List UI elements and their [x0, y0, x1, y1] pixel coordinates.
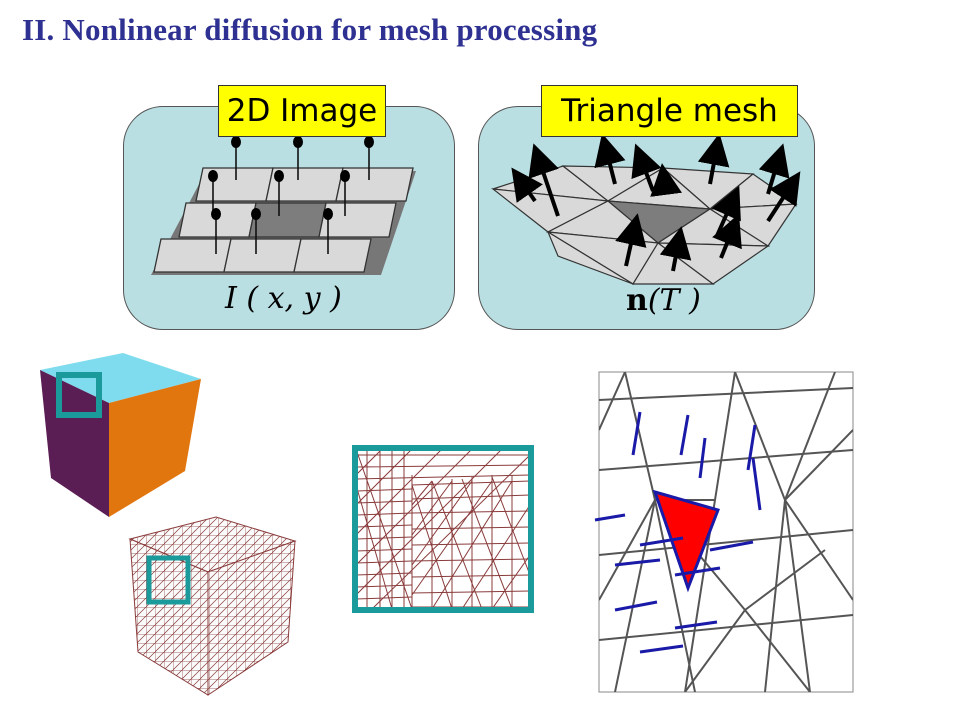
zoom-frame: [352, 445, 534, 613]
triangle-argument: (T ): [647, 283, 701, 318]
cube-right-face: [109, 379, 201, 517]
pixel-value-dots: [208, 136, 374, 220]
cube-highlight-box: [56, 372, 102, 418]
image-formula: I ( x, y ): [225, 281, 342, 316]
pixel-value-stems: [212, 142, 370, 254]
solid-cube: [40, 353, 201, 517]
closeup-normal-arrows: [594, 411, 762, 654]
mesh-normal-arrows: [511, 133, 801, 272]
normal-symbol: n: [626, 283, 648, 318]
meshed-cube-right: [207, 540, 296, 696]
mesh-formula: n(T ): [626, 283, 701, 318]
mesh-panel-tag: Triangle mesh: [541, 85, 798, 137]
zoomed-mesh-lines: [356, 449, 530, 609]
image-pixel-grid: [153, 167, 414, 273]
mesh-triangles: [490, 165, 798, 285]
image-panel-tag: 2D Image: [218, 85, 386, 137]
slide-title: II. Nonlinear diffusion for mesh process…: [22, 12, 598, 47]
image-grid-diagram: [151, 136, 416, 275]
zoomed-mesh-detail: [352, 445, 534, 613]
normals-closeup: [594, 371, 854, 693]
cube-top-face: [40, 353, 201, 403]
triangle-mesh-diagram: [490, 133, 801, 285]
meshed-cube-highlight-box: [146, 555, 191, 605]
meshed-cube: [128, 516, 297, 696]
